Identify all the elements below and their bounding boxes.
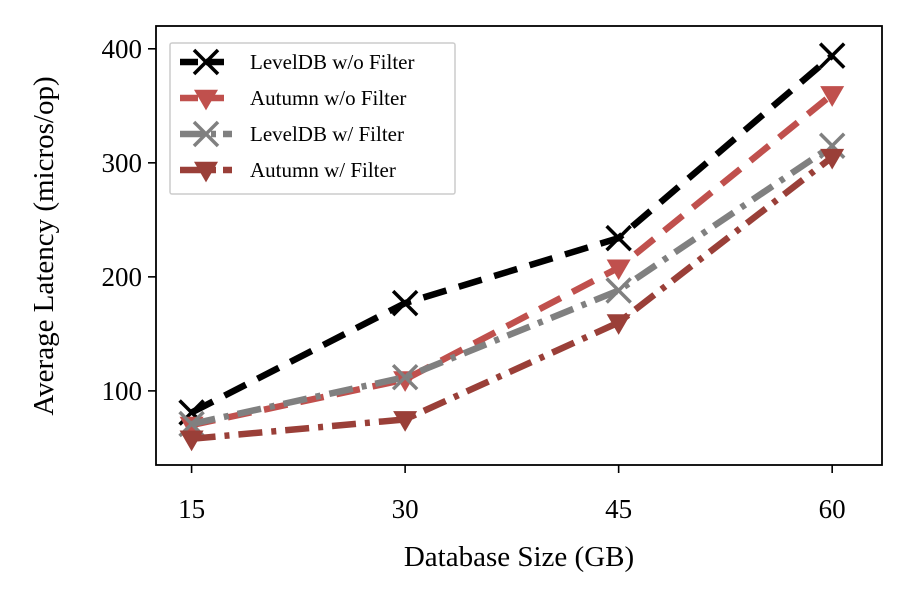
x-tick-label: 15 [178,494,205,524]
legend-label: LevelDB w/o Filter [250,50,414,74]
x-tick-label: 30 [392,494,419,524]
data-point [391,289,419,317]
y-tick-label: 300 [102,148,143,178]
y-tick-label: 400 [102,34,143,64]
data-point [606,259,631,281]
legend-marker [192,120,220,148]
x-axis-title: Database Size (GB) [404,541,634,573]
y-tick-label: 200 [102,262,143,292]
series-line [190,143,835,428]
data-point [393,411,418,432]
legend-marker [194,161,218,183]
legend-item: LevelDB w/ Filter [180,120,404,148]
data-point [179,430,204,452]
series-1 [179,86,845,438]
series-line [191,154,835,443]
x-tick-label: 45 [605,494,632,524]
data-point [606,314,631,335]
series-line [190,53,835,416]
data-point [820,148,845,170]
data-point [820,86,845,107]
x-tick-label: 60 [819,494,846,524]
series-layer [178,42,846,452]
legend-label: Autumn w/ Filter [250,158,396,182]
data-point [818,42,846,69]
legend-marker [194,89,218,111]
legend-item: Autumn w/ Filter [180,158,396,183]
series-line [190,91,835,429]
series-3 [179,148,845,452]
y-axis-title: Average Latency (micros/op) [28,76,60,415]
data-point [391,363,419,391]
legend-marker [192,48,220,76]
data-point [605,224,632,252]
legend-item: Autumn w/o Filter [180,86,406,111]
data-point [605,277,632,304]
plot-frame [155,25,883,466]
legend-item: LevelDB w/o Filter [180,48,414,76]
legend-label: LevelDB w/ Filter [250,122,404,146]
y-tick-label: 100 [102,376,143,406]
legend-label: Autumn w/o Filter [250,86,406,110]
y-axis: 100 200 300 400 [102,34,156,406]
x-axis: 15 30 45 60 [178,465,846,524]
legend-box [169,42,456,195]
